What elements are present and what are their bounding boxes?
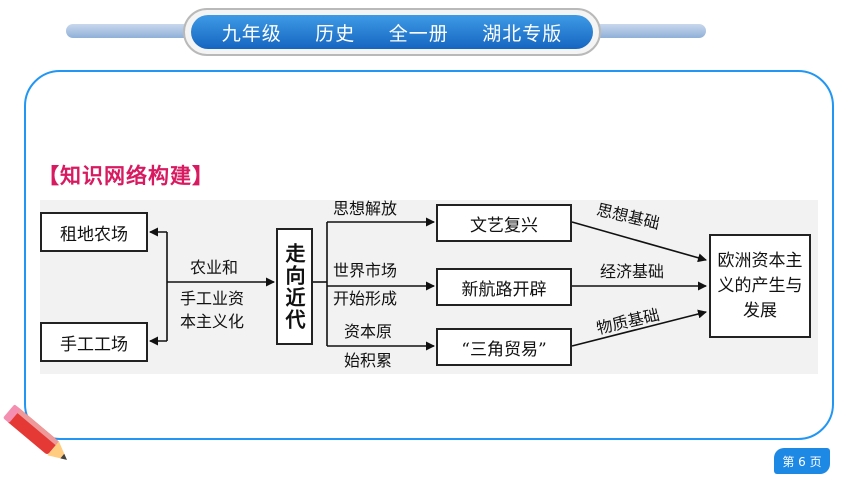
node-european-capitalism: 欧洲资本主义的产生与发展 xyxy=(709,234,811,338)
header-subject: 历史 xyxy=(315,22,356,45)
header-edition: 湖北专版 xyxy=(482,22,563,45)
label-agri-line3: 本主义化 xyxy=(180,312,245,331)
header-inner: 九年级 历史 全一册 湖北专版 xyxy=(191,15,593,49)
arrow-material-basis xyxy=(571,309,707,347)
knowledge-diagram: 租地农场 手工工场 农业和 手工业资 本主义化 走向近代 思想解放 世界市场 开… xyxy=(40,200,818,374)
section-title: 【知识网络构建】 xyxy=(38,164,214,188)
label-capital-1: 资本原 xyxy=(344,322,393,341)
arrow-thought-basis xyxy=(571,221,707,263)
label-world-market-2: 开始形成 xyxy=(333,289,398,308)
label-capital-2: 始积累 xyxy=(344,351,393,370)
header-grade: 九年级 xyxy=(221,22,282,45)
pencil-icon xyxy=(3,404,67,460)
node-handicraft-workshop: 手工工场 xyxy=(40,322,148,362)
diagram-connectors xyxy=(149,217,707,351)
node-renaissance: 文艺复兴 xyxy=(436,204,572,242)
content-card xyxy=(24,70,834,440)
page-number: 第 6 页 xyxy=(774,448,830,474)
label-agri-line1: 农业和 xyxy=(190,258,239,277)
node-new-sea-route: 新航路开辟 xyxy=(436,268,572,306)
node-triangle-trade: “三角贸易” xyxy=(436,328,572,366)
label-thought-liberation: 思想解放 xyxy=(333,199,398,218)
label-economic-basis: 经济基础 xyxy=(600,262,665,281)
header-volume: 全一册 xyxy=(388,22,449,45)
label-agri-line2: 手工业资 xyxy=(180,289,245,308)
label-world-market-1: 世界市场 xyxy=(333,261,398,280)
header-pill: 九年级 历史 全一册 湖北专版 xyxy=(183,8,601,56)
node-tenant-farm: 租地农场 xyxy=(40,212,148,252)
node-toward-modern: 走向近代 xyxy=(276,228,313,345)
